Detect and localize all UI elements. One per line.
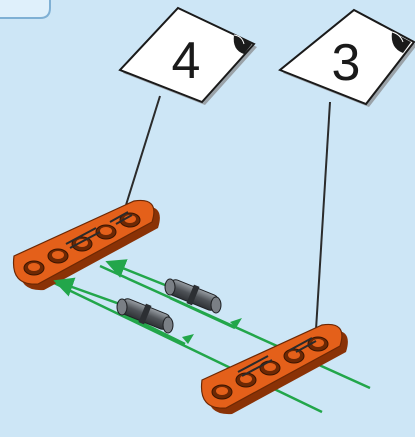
callout-label-4: 4 <box>172 32 201 90</box>
axis-line-lower <box>51 280 323 414</box>
part-count-card-icon <box>391 32 411 53</box>
callout-line-3 <box>314 101 331 347</box>
connector-pin-lower <box>116 298 174 334</box>
connector-pin-upper <box>164 278 222 314</box>
previous-step-panel-corner <box>0 0 51 19</box>
callout-card-4: 4 <box>118 6 257 105</box>
assembly-arrow-lower <box>53 277 129 309</box>
liftarm-beam-left <box>12 199 160 291</box>
callout-label-3: 3 <box>332 34 361 92</box>
liftarm-beam-right <box>200 323 348 415</box>
callout-card-3: 3 <box>278 8 415 107</box>
assembly-arrow-upper <box>105 259 176 291</box>
part-count-card-icon <box>233 35 252 54</box>
callout-line-4 <box>125 95 161 206</box>
